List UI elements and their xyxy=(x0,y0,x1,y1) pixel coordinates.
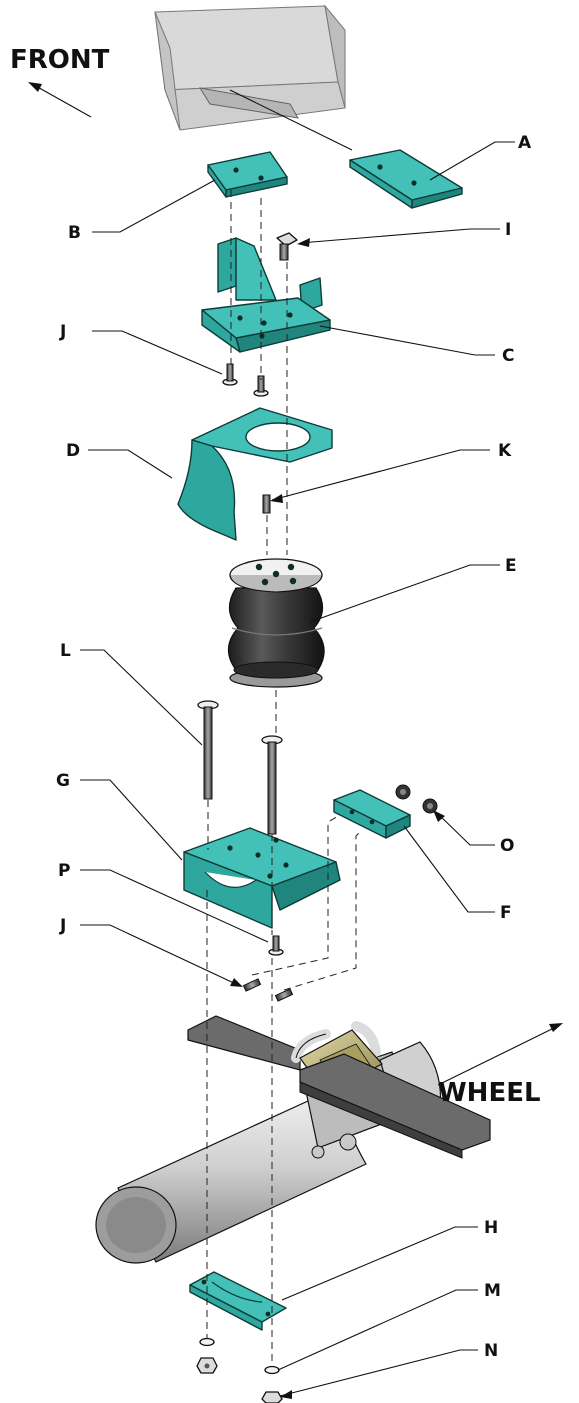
front-arrow-icon xyxy=(28,82,42,92)
frame-rail xyxy=(154,4,353,151)
callout-j-upper: J xyxy=(59,322,66,342)
fastener-j-lower xyxy=(80,924,294,1002)
fastener-i xyxy=(276,228,500,261)
leader-arrow-icon xyxy=(433,810,445,822)
callout-h: H xyxy=(484,1218,498,1238)
callout-labels: A B I J C D K E L G P J F O H M N xyxy=(56,133,532,1361)
front-label: FRONT xyxy=(10,45,110,75)
fastener-p xyxy=(80,869,284,956)
washers-m xyxy=(199,1289,478,1375)
part-d-heat-shield xyxy=(88,407,333,541)
callout-m: M xyxy=(484,1281,501,1301)
callout-a: A xyxy=(518,133,532,153)
callout-d: D xyxy=(66,441,80,461)
callout-l: L xyxy=(60,641,71,661)
part-e-air-spring xyxy=(227,558,500,688)
leader-arrow-icon xyxy=(270,494,283,503)
part-l-bolts xyxy=(80,649,283,835)
nuts-o xyxy=(395,784,495,846)
axle-assembly xyxy=(95,1015,491,1264)
wheel-arrow-icon xyxy=(549,1023,563,1032)
callout-o: O xyxy=(500,836,514,856)
leader-arrow-icon xyxy=(297,238,310,247)
wheel-label: WHEEL xyxy=(438,1078,541,1108)
fastener-k xyxy=(262,449,490,514)
callout-f: F xyxy=(500,903,512,923)
part-f-clip-bracket xyxy=(333,789,495,913)
callout-g: G xyxy=(56,771,70,791)
leader-arrow-icon xyxy=(280,1390,292,1399)
part-c-upper-bracket xyxy=(201,237,495,356)
callout-c: C xyxy=(502,346,514,366)
callout-k: K xyxy=(498,441,512,461)
callout-p: P xyxy=(58,861,70,881)
part-g-lower-bracket xyxy=(80,779,341,929)
leader-arrow-icon xyxy=(230,978,243,987)
front-indicator: FRONT xyxy=(10,45,110,118)
callout-i: I xyxy=(505,220,511,240)
callout-n: N xyxy=(484,1341,498,1361)
fastener-j-upper xyxy=(92,330,269,397)
part-h-bottom-plate xyxy=(189,1226,478,1331)
callout-b: B xyxy=(68,223,81,243)
wheel-indicator: WHEEL xyxy=(437,1023,563,1108)
callout-j-lower: J xyxy=(59,916,66,936)
nuts-n xyxy=(196,1349,478,1403)
part-a-plate xyxy=(349,141,515,209)
callout-e: E xyxy=(505,556,517,576)
part-b-plate xyxy=(92,151,288,233)
assembly-guide-lines xyxy=(206,190,363,1365)
